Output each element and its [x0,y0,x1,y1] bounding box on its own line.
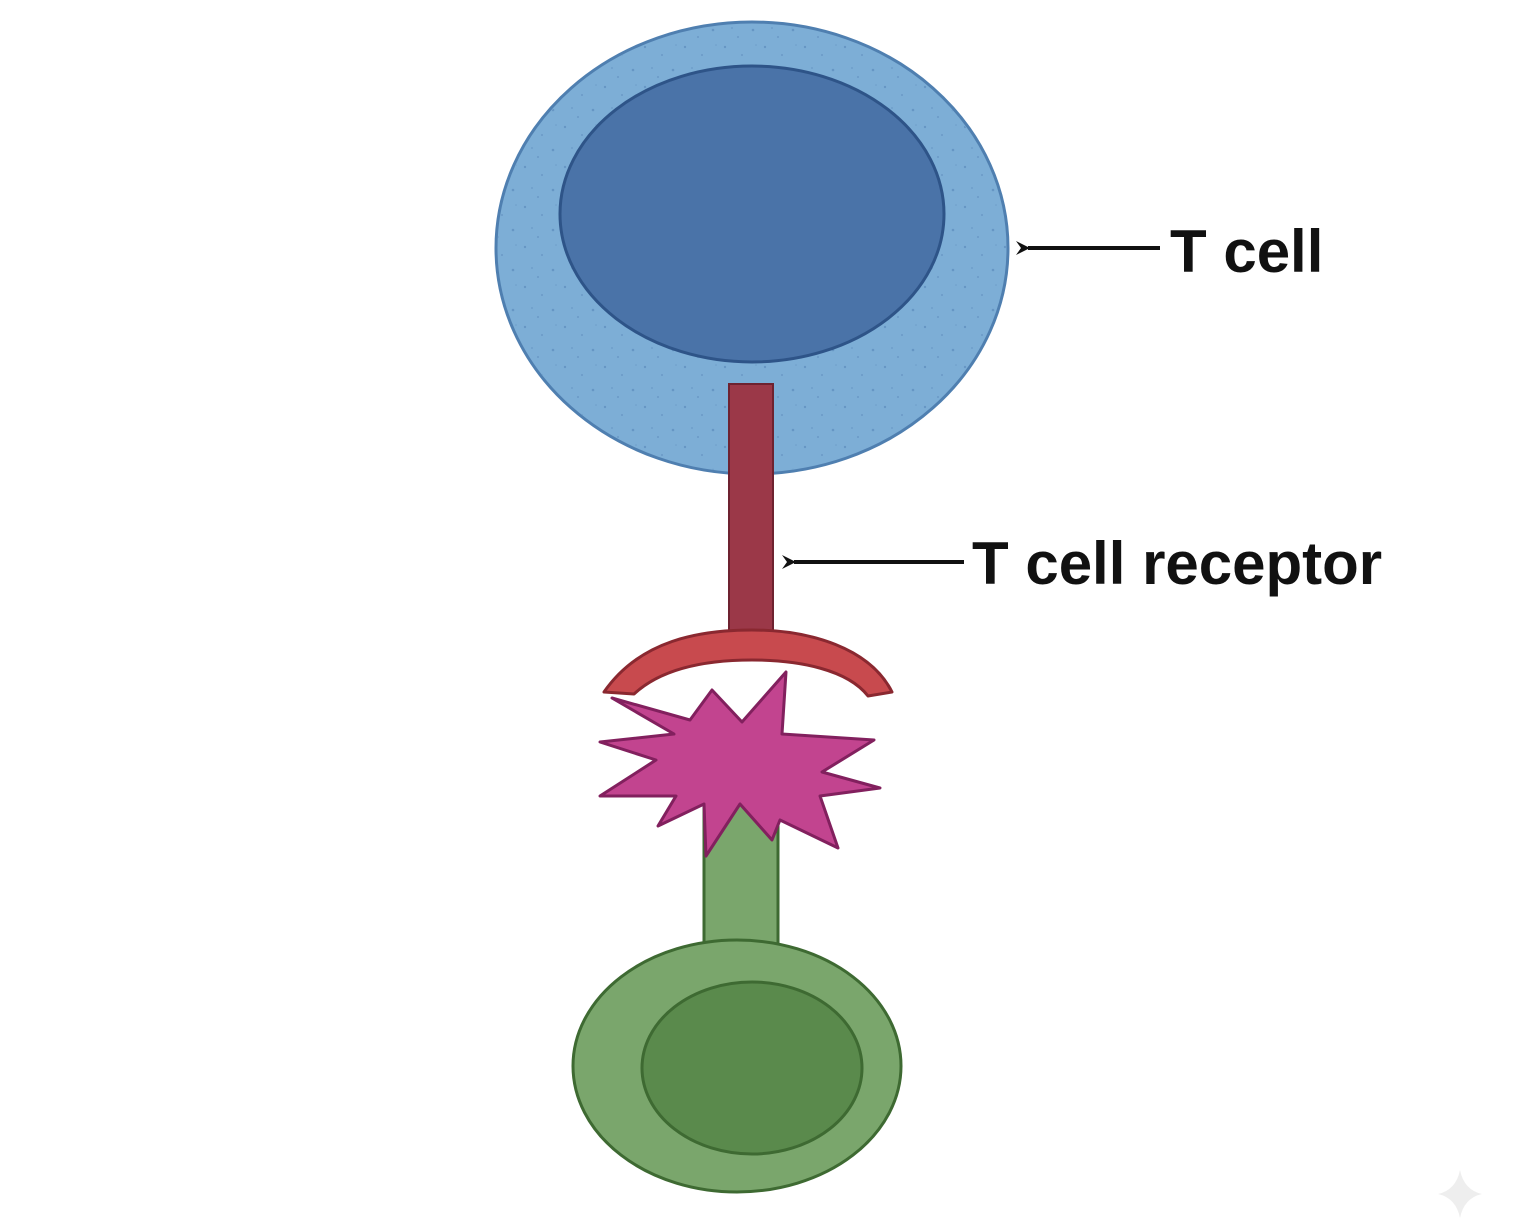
antigen-presenting-cell [571,788,903,1194]
t-cell-nucleus [558,64,946,364]
sparkle-icon [1438,1170,1482,1218]
receptor-binding-cap [602,628,894,698]
receptor-stalk [728,383,774,641]
t-cell-receptor-label: T cell receptor [972,530,1382,597]
antigen-starburst [598,670,882,858]
presenting-cell-nucleus [640,980,864,1156]
t-cell-receptor-label-group: T cell receptor [782,530,1382,597]
t-cell-label-group: T cell [1016,218,1323,285]
t-cell [494,20,1010,476]
t-cell-label: T cell [1170,218,1323,285]
